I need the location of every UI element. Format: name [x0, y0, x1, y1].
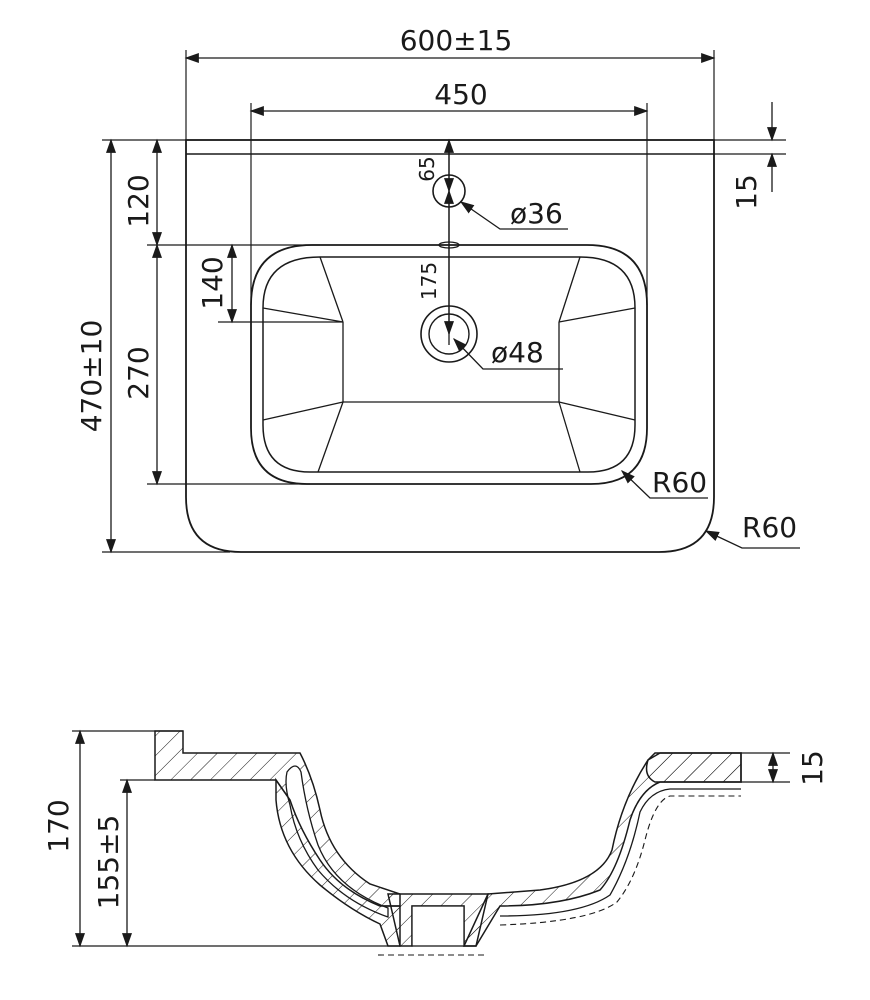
leader-bowl-radius — [620, 470, 708, 499]
top-view: 600±15 450 470±10 120 270 140 65 175 15 … — [75, 24, 800, 554]
extension-lines — [102, 50, 786, 553]
bowl-outer — [250, 244, 648, 485]
section-underside — [499, 788, 741, 917]
section-right-shell — [462, 752, 742, 947]
label-depth: 470±10 — [75, 320, 108, 433]
leader-drain — [453, 337, 563, 370]
label-tap-drain: 175 — [417, 262, 441, 300]
label-front-offset: 120 — [122, 174, 155, 227]
label-rim-thickness: 15 — [730, 174, 763, 210]
label-width: 600±15 — [400, 24, 513, 57]
label-tap-offset: 65 — [415, 156, 439, 181]
label-bowl-depth: 270 — [122, 346, 155, 399]
leader-outer-radius — [704, 530, 800, 549]
label-tap-diameter: ø36 — [510, 197, 563, 230]
label-drain-diameter: ø48 — [491, 336, 544, 369]
bowl-facets — [262, 256, 636, 473]
label-outer-radius: R60 — [742, 511, 797, 544]
section-left-rim — [154, 730, 401, 907]
section-right-rim — [645, 752, 742, 783]
section-view: 170 155±5 15 — [42, 729, 829, 956]
label-bowl-radius: R60 — [652, 466, 707, 499]
section-drain-hole — [411, 905, 465, 947]
bowl-inner — [262, 256, 636, 473]
label-height-bowl: 155±5 — [92, 815, 125, 910]
label-section-rim: 15 — [796, 750, 829, 786]
label-bowl-width: 450 — [434, 78, 487, 111]
section-dash-right — [499, 795, 741, 926]
basin-outline — [185, 139, 715, 553]
label-drain-offset: 140 — [196, 256, 229, 309]
label-height-total: 170 — [42, 799, 75, 852]
leader-tap-hole — [459, 201, 568, 230]
